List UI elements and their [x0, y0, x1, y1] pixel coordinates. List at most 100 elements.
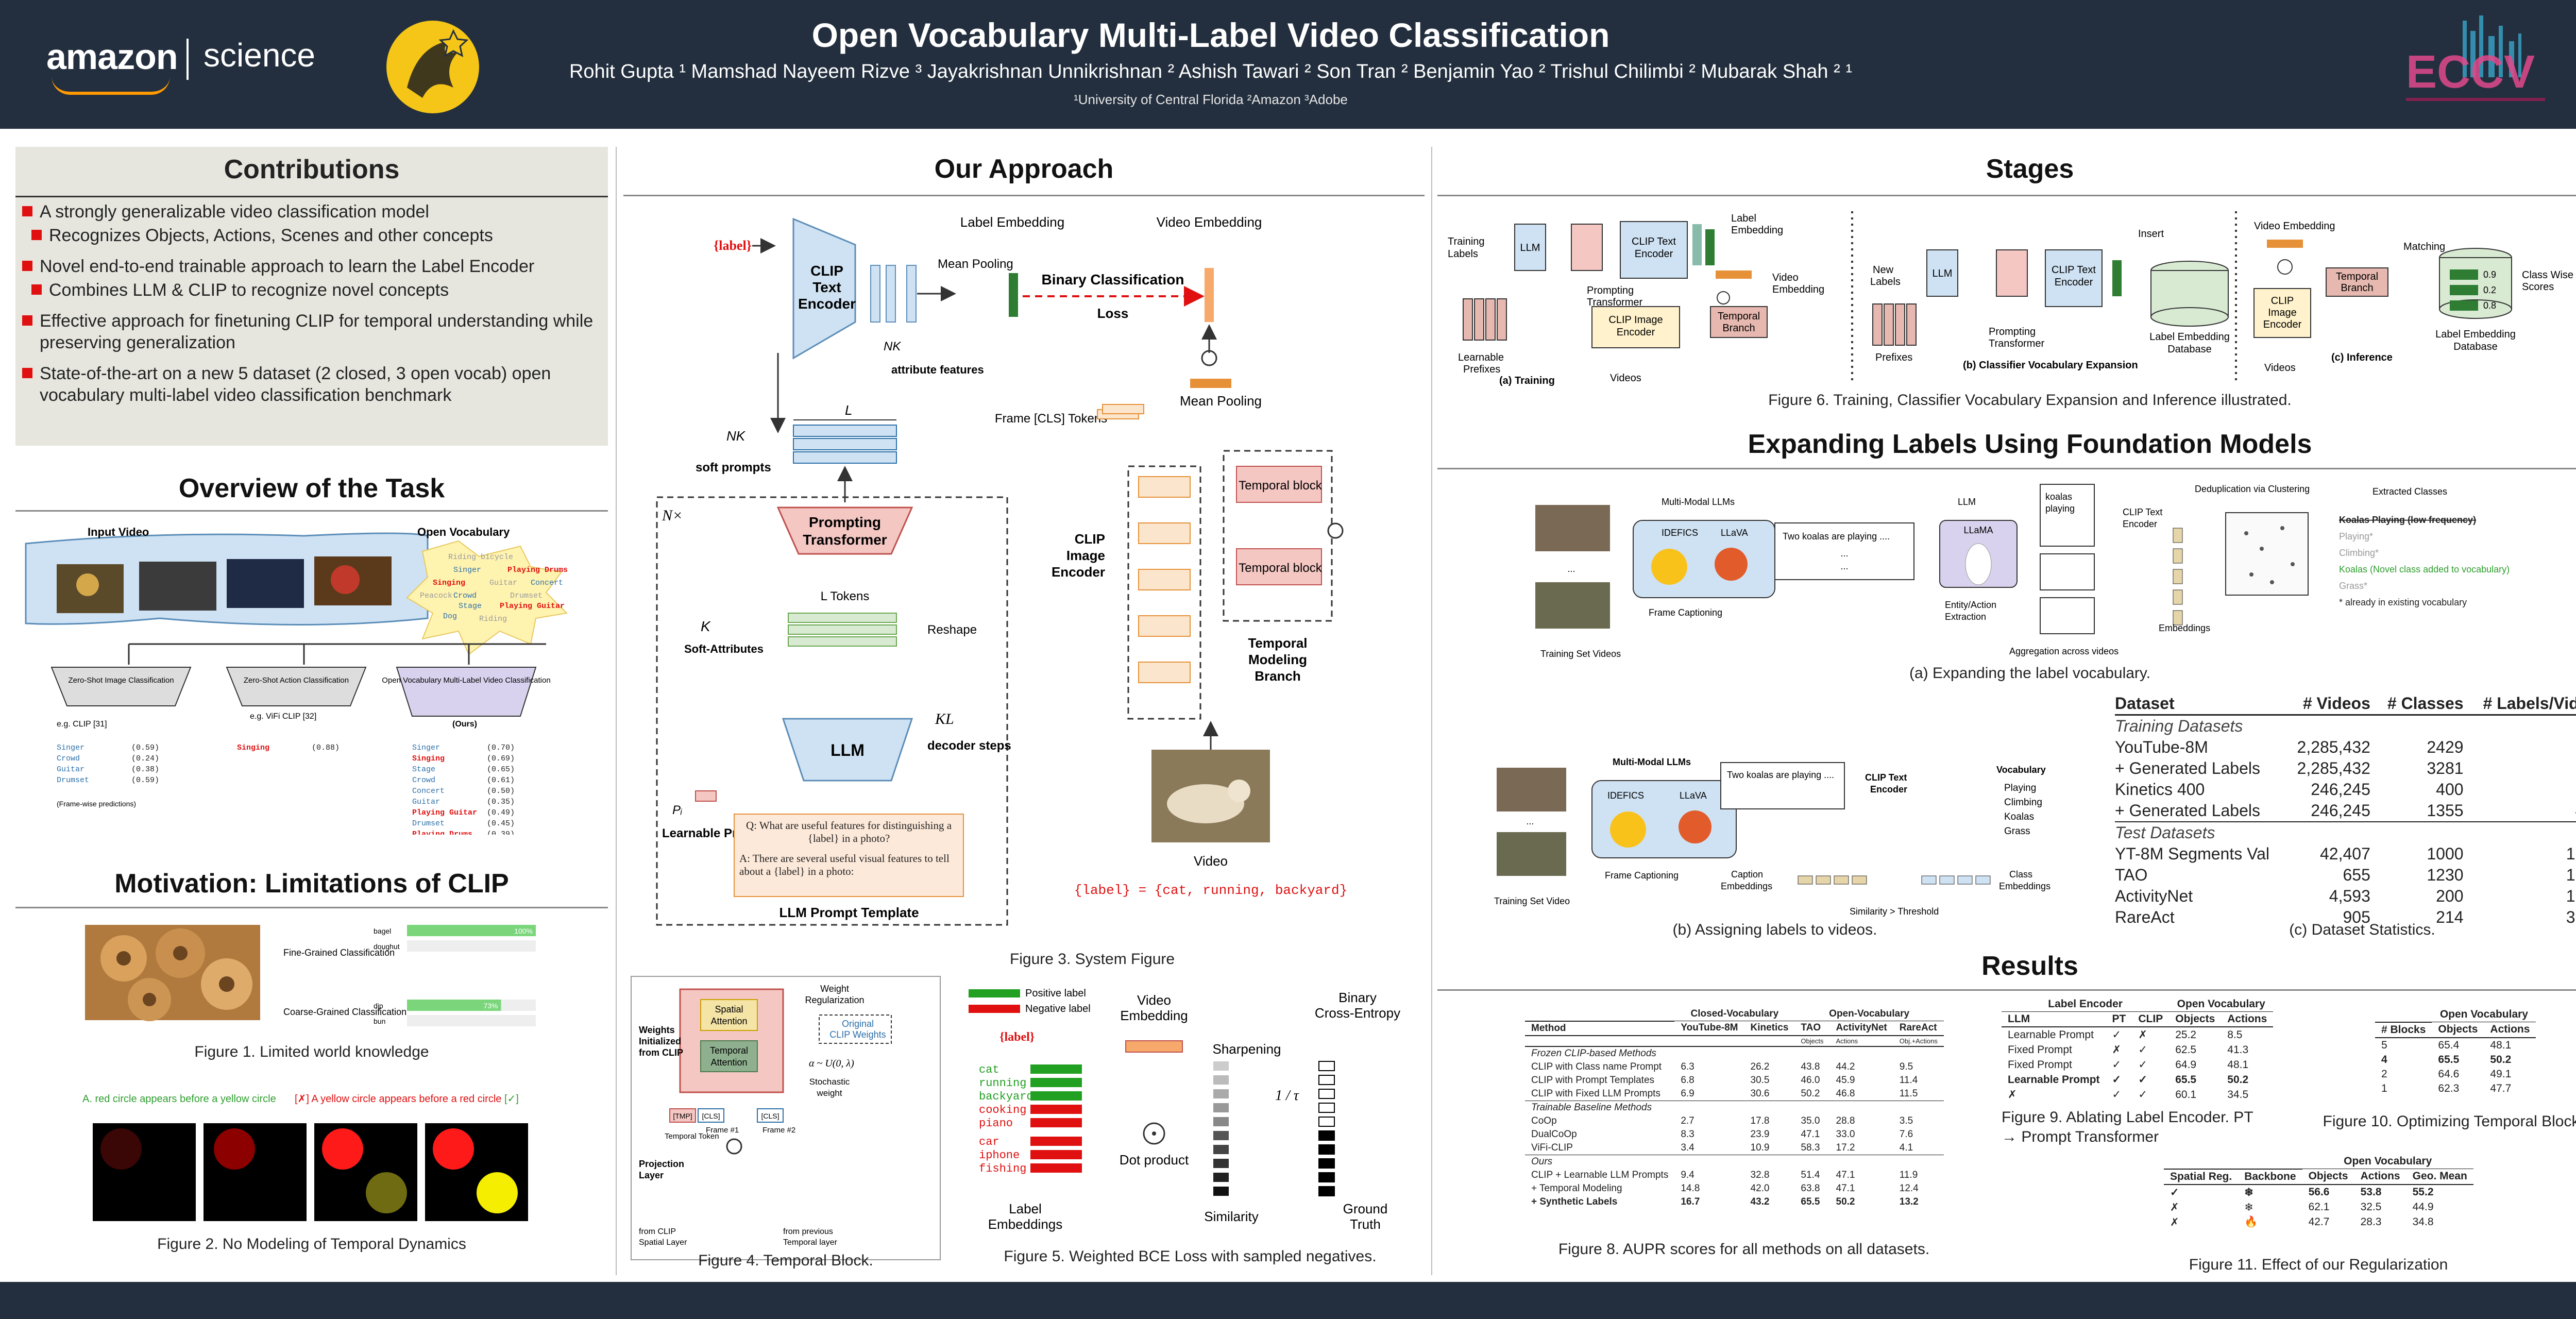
- table-cell: 3.5: [1899, 1115, 1913, 1126]
- frame1-label: Frame #1: [706, 1126, 739, 1135]
- table-section-label: Frozen CLIP-based Methods: [1525, 1046, 1944, 1060]
- figure4-caption: Figure 4. Temporal Block.: [698, 1252, 873, 1269]
- table-header: LLM: [2002, 1011, 2106, 1027]
- videos-c: Videos: [2264, 362, 2296, 374]
- stats-cell: 3281: [2427, 759, 2464, 777]
- fig5-word-bar: [1030, 1105, 1082, 1114]
- table-cell: 17.2: [1836, 1142, 1855, 1153]
- extracted-class: Climbing*: [2339, 548, 2379, 558]
- stats-cell: 200: [2436, 887, 2464, 905]
- vocab-word: Stage: [459, 602, 482, 611]
- llm-label: LLM: [831, 741, 865, 759]
- table-cell: 5: [2381, 1039, 2387, 1051]
- alpha-label: α ~ U(0, λ): [809, 1058, 854, 1069]
- expanding-title: Expanding Labels Using Foundation Models: [1748, 429, 2312, 459]
- stage-c-label: (c) Inference: [2331, 352, 2393, 363]
- table-cell: 46.0: [1801, 1074, 1820, 1086]
- stats-cell: YouTube-8M: [2115, 738, 2208, 756]
- table-cell: 34.5: [2227, 1088, 2249, 1101]
- svg-text:Video: Video: [1137, 992, 1171, 1008]
- koalas-playing-a: koalas: [2045, 492, 2072, 502]
- KL-label: KL: [935, 711, 954, 728]
- score-value: 0.2: [2483, 285, 2496, 295]
- temporal-modeling-branch-label: Branch: [1255, 668, 1301, 684]
- score-value: 0.9: [2483, 269, 2496, 280]
- table-cell: 16.7: [1681, 1196, 1700, 1207]
- fig5-word: iphone: [979, 1149, 1020, 1162]
- bullet-icon: [22, 261, 32, 271]
- fig5-word-bar: [1030, 1064, 1082, 1074]
- table-cell: 2: [2381, 1068, 2387, 1080]
- approach-rule: [623, 195, 1425, 196]
- learnable-prefixes-a: Learnable: [1458, 352, 1504, 363]
- svg-text:Encoder: Encoder: [2055, 277, 2093, 288]
- table-cell: ✓: [2112, 1074, 2122, 1086]
- table-cell: 65.5: [2438, 1053, 2460, 1066]
- prediction-label: Guitar: [57, 765, 84, 774]
- overview-title: Overview of the Task: [178, 474, 445, 503]
- stats-cell: 42,407: [2320, 844, 2370, 863]
- table-header: Objects: [2432, 1022, 2484, 1038]
- figure7b-assigning: ... Training Set Video Multi-Modal LLMs …: [1494, 757, 2050, 917]
- soft-prompts-label: soft prompts: [696, 461, 771, 475]
- svg-text:Branch: Branch: [2341, 282, 2373, 294]
- svg-text:...: ...: [1840, 561, 1848, 571]
- ground-truth-bars: [1318, 1061, 1335, 1196]
- svg-text:CLIP: CLIP: [1075, 531, 1105, 547]
- score-bar: [2450, 269, 2478, 280]
- frame-wise-note: (Frame-wise predictions): [57, 800, 136, 808]
- svg-text:Modeling: Modeling: [1248, 652, 1307, 667]
- similarity-cell: [1213, 1173, 1229, 1182]
- check-icon: [✓]: [501, 1093, 519, 1105]
- prompt-template-text: Q: What are useful features for distingu…: [739, 819, 958, 878]
- figure7a-expanding: ... Training Set Videos Multi-Modal LLMs…: [1535, 484, 2510, 659]
- table-cell: ✗: [2170, 1201, 2179, 1213]
- table-cell: 55.2: [2412, 1186, 2434, 1198]
- prompt-question: Q: What are useful features for distingu…: [745, 819, 952, 844]
- table-cell: DualCoOp: [1531, 1128, 1577, 1140]
- table-cell: 14.8: [1681, 1182, 1700, 1194]
- bar-value: 100%: [514, 927, 533, 935]
- table-cell: CLIP with Fixed LLM Prompts: [1531, 1088, 1660, 1099]
- table-cell: 64.6: [2438, 1068, 2460, 1080]
- prediction-label: Concert: [412, 787, 445, 796]
- multimodal-llms-a: Multi-Modal LLMs: [1662, 497, 1735, 507]
- figure5-weighted-bce: Positive label Negative label {label} ca…: [969, 988, 1400, 1232]
- fig5-word-bar: [1030, 1091, 1082, 1101]
- similarity-bars: [1213, 1061, 1229, 1196]
- stats-cell: 4.5: [2475, 800, 2576, 822]
- decoder-steps-label: decoder steps: [927, 739, 1011, 753]
- stage-b-label: (b) Classifier Vocabulary Expansion: [1963, 360, 2138, 371]
- table-cell: 8.3: [1681, 1128, 1694, 1140]
- expanding-rule: [1437, 468, 2576, 469]
- label-embedding-top: Label Embedding: [960, 214, 1064, 230]
- score-bar: [2450, 300, 2478, 311]
- similarity-cell: [1213, 1061, 1229, 1071]
- prediction-score: (0.35): [487, 798, 515, 806]
- training-labels-text: Training: [1448, 236, 1485, 247]
- bar-value: 73%: [483, 1002, 498, 1010]
- approach-title: Our Approach: [934, 154, 1114, 184]
- nk-soft-label: NK: [726, 428, 746, 444]
- table-cell: 47.1: [1836, 1182, 1855, 1194]
- stochastic-weight-label: weight: [816, 1088, 842, 1098]
- svg-text:from CLIP: from CLIP: [639, 1227, 676, 1236]
- table-cell: 51.4: [1801, 1169, 1820, 1180]
- figure6-caption: Figure 6. Training, Classifier Vocabular…: [1768, 392, 2292, 409]
- table-cell: CLIP with Prompt Templates: [1531, 1074, 1655, 1086]
- extracted-class: Koalas (Novel class added to vocabulary): [2339, 564, 2510, 574]
- svg-text:Database: Database: [2167, 344, 2212, 355]
- table-cell: 28.8: [1836, 1115, 1855, 1126]
- table-subheader: Actions: [1829, 1035, 1893, 1047]
- temporal-branch-a: Temporal: [1718, 311, 1760, 322]
- contribution-item: State-of-the-art on a new 5 dataset (2 c…: [18, 363, 605, 406]
- svg-text:Encoder: Encoder: [798, 296, 856, 312]
- svg-text:from previous: from previous: [783, 1227, 833, 1236]
- table-cell: ✗: [2112, 1044, 2122, 1056]
- llm-box-b: LLM: [1933, 268, 1953, 279]
